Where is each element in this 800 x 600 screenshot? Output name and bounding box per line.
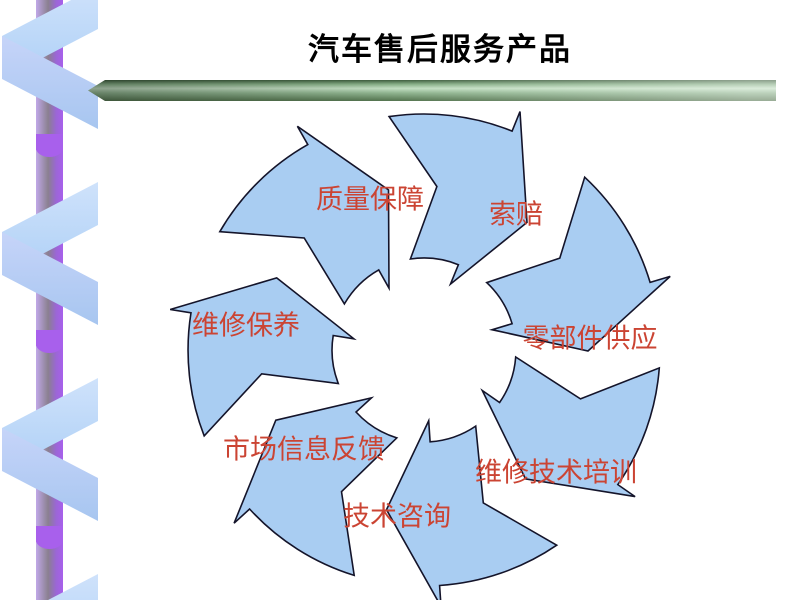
- ribbon-decoration: [2, 0, 98, 600]
- cycle-arrow-segment: [218, 125, 390, 306]
- cycle-arrow-segment: [485, 175, 671, 352]
- ribbon-band: [48, 574, 98, 600]
- ribbon-band: [2, 428, 98, 521]
- ribbon-band: [2, 36, 98, 129]
- cycle-arrow-segment: [387, 111, 528, 287]
- cycle-arrow-segment: [169, 277, 357, 438]
- segment-label: 维修保养: [192, 310, 300, 341]
- segment-label: 质量保障: [316, 184, 424, 215]
- ribbon-rod-and-bands: [2, 0, 98, 600]
- cycle-arrow-segment: [233, 396, 399, 577]
- segment-label: 技术咨询: [343, 501, 451, 532]
- segment-label: 维修技术培训: [475, 457, 637, 488]
- cycle-arrow-segment: [385, 417, 559, 600]
- segment-label: 市场信息反馈: [223, 434, 385, 465]
- segment-label: 索赔: [489, 199, 543, 230]
- segment-label: 零部件供应: [522, 323, 658, 354]
- cycle-arrow-segment: [480, 355, 661, 498]
- slide-title: 汽车售后服务产品: [308, 32, 572, 67]
- divider-bar: [88, 80, 776, 101]
- ribbon-band: [2, 232, 98, 325]
